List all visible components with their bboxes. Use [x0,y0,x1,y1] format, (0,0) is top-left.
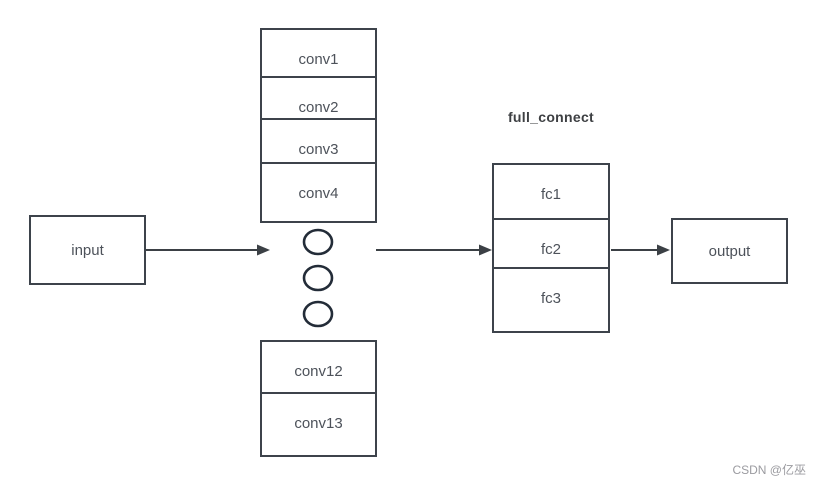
conv13-cell: conv13 [262,392,375,455]
conv-stack-top: conv1 conv2 conv3 conv4 [260,28,377,223]
fc3-cell: fc3 [494,267,608,331]
conv2-label: conv2 [298,99,339,116]
conv-stack-bottom: conv12 conv13 [260,340,377,457]
ellipsis-circles [302,228,334,328]
conv1-label: conv1 [298,51,339,68]
output-node-label: output [708,242,751,260]
fc2-cell: fc2 [494,218,608,267]
input-node: input [29,215,146,285]
conv3-cell: conv3 [262,118,375,162]
arrow-fc-to-output [611,244,670,256]
fc-group-label: full_connect [507,109,595,125]
arrow-input-to-conv [146,244,270,256]
fc3-label: fc3 [540,290,561,307]
conv4-cell: conv4 [262,162,375,221]
fc-stack: fc1 fc2 fc3 [492,163,610,333]
conv3-label: conv3 [298,141,339,158]
fc1-cell: fc1 [494,165,608,218]
watermark: CSDN @亿巫 [732,463,806,477]
conv4-label: conv4 [298,185,339,202]
conv13-label: conv13 [294,415,343,432]
conv1-cell: conv1 [262,30,375,76]
fc2-label: fc2 [540,241,561,258]
input-node-label: input [71,241,104,259]
ellipsis-circle-1 [302,228,334,256]
conv12-cell: conv12 [262,342,375,392]
arrow-conv-to-fc [376,244,492,256]
conv12-label: conv12 [294,363,343,380]
ellipsis-circle-2 [302,264,334,292]
conv2-cell: conv2 [262,76,375,118]
output-node: output [671,218,788,284]
ellipsis-circle-3 [302,300,334,328]
fc1-label: fc1 [540,186,561,203]
